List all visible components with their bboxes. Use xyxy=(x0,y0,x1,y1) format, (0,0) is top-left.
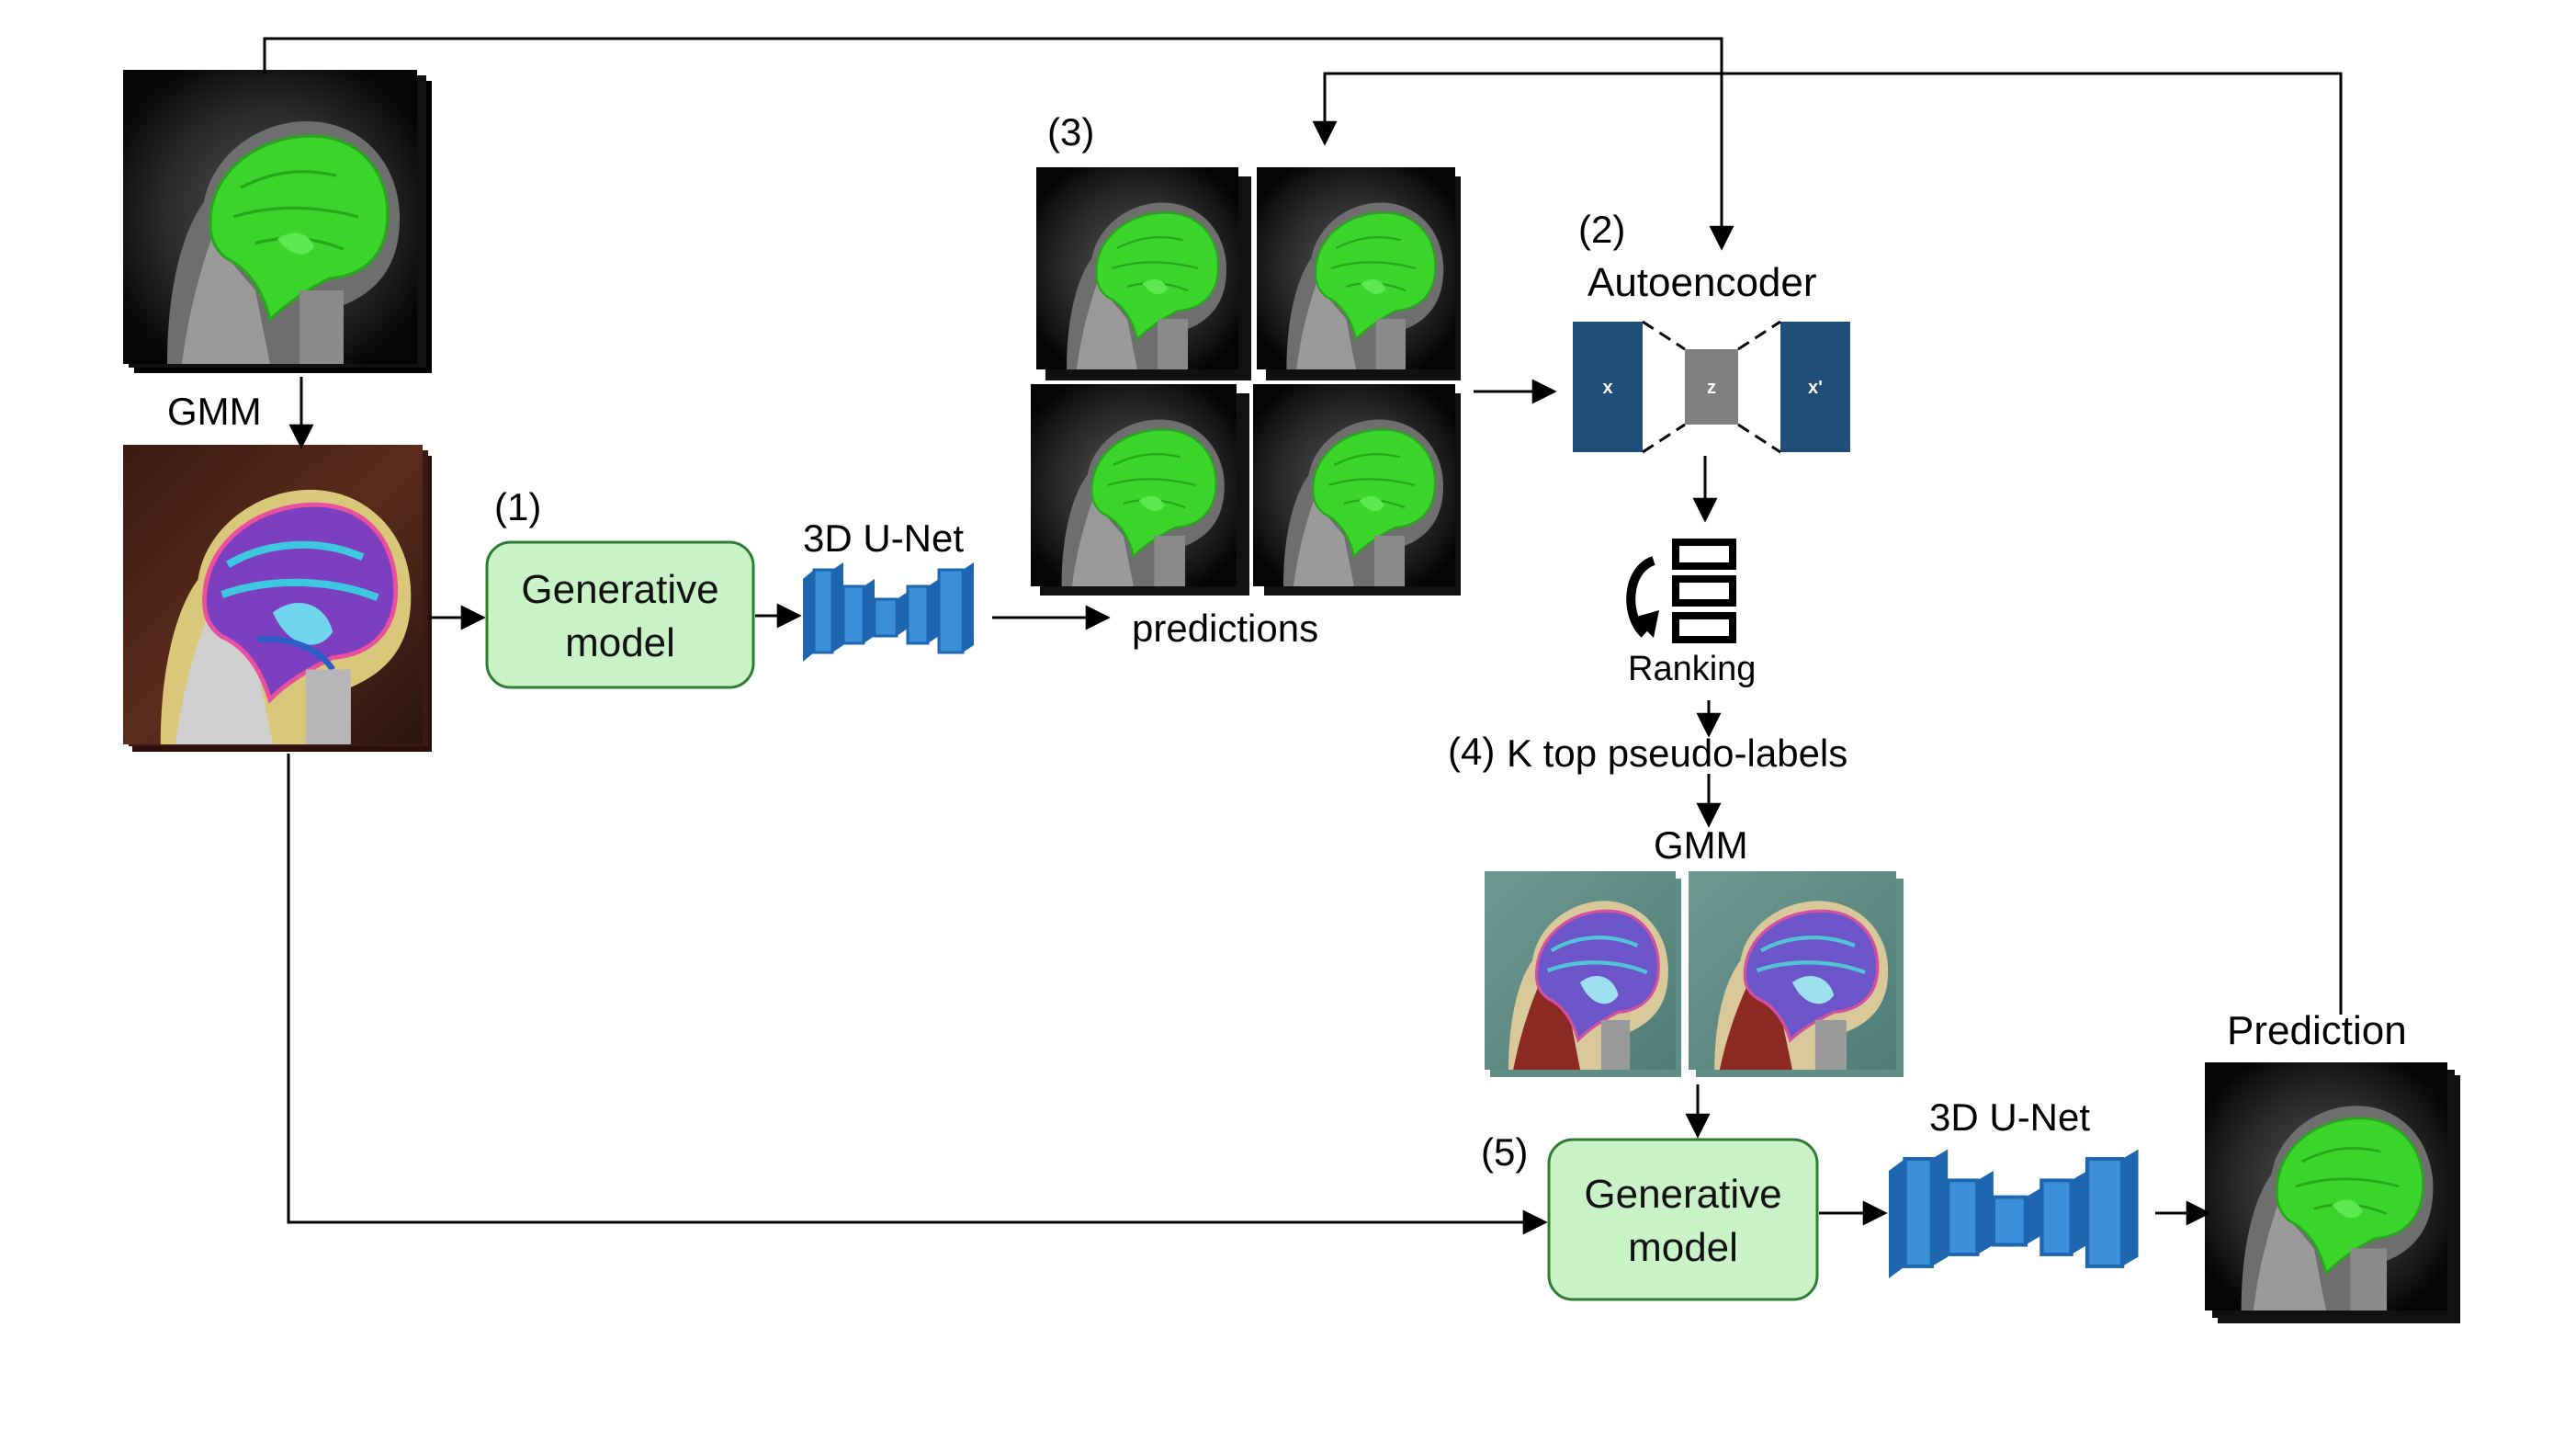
gmm-pseudo-label-pair xyxy=(1485,871,1904,1077)
ae-latent-block xyxy=(1685,349,1738,425)
output-prediction-stack xyxy=(2203,1061,2460,1323)
ae-encoder-block xyxy=(1573,322,1643,452)
ae-x-text: x xyxy=(1602,378,1612,398)
autoencoder-diagram: x z x' xyxy=(1573,320,1850,454)
autoencoder-label: Autoencoder xyxy=(1587,260,1817,305)
ranking-icon xyxy=(1626,539,1736,643)
gmm-bottom-label: GMM xyxy=(1654,823,1748,867)
step-3-label: (3) xyxy=(1047,110,1094,153)
gmm-top-label: GMM xyxy=(167,390,262,433)
ae-z-text: z xyxy=(1707,378,1716,398)
unet-2-label: 3D U-Net xyxy=(1929,1095,2090,1139)
generative-model-2-line2: model xyxy=(1628,1225,1738,1270)
step-5-label: (5) xyxy=(1481,1130,1528,1174)
gmm-map-stack xyxy=(123,445,432,752)
predictions-label: predictions xyxy=(1132,607,1318,650)
prediction-label: Prediction xyxy=(2227,1008,2407,1053)
connectors xyxy=(263,37,2343,1235)
generative-model-2-line1: Generative xyxy=(1584,1172,1781,1217)
ae-xprime-text: x' xyxy=(1808,378,1823,398)
ae-decoder-block xyxy=(1780,322,1850,452)
generative-model-1-box: Generative model xyxy=(485,540,755,689)
step-1-label: (1) xyxy=(494,485,541,528)
step-4-label: (4) xyxy=(1448,730,1495,773)
ranking-label: Ranking xyxy=(1628,650,1756,688)
input-mri-stack xyxy=(121,68,432,373)
unet-2-icon xyxy=(1889,1150,2139,1278)
generative-model-1-line1: Generative xyxy=(521,567,718,612)
generative-model-1-line2: model xyxy=(565,620,675,665)
generative-model-2-box: Generative model xyxy=(1547,1138,1819,1301)
step-2-label: (2) xyxy=(1578,208,1625,251)
prediction-grid xyxy=(1029,165,1461,596)
k-top-label: K top pseudo-labels xyxy=(1507,732,1847,775)
unet-1-icon xyxy=(801,561,976,664)
unet-1-label: 3D U-Net xyxy=(803,516,964,560)
